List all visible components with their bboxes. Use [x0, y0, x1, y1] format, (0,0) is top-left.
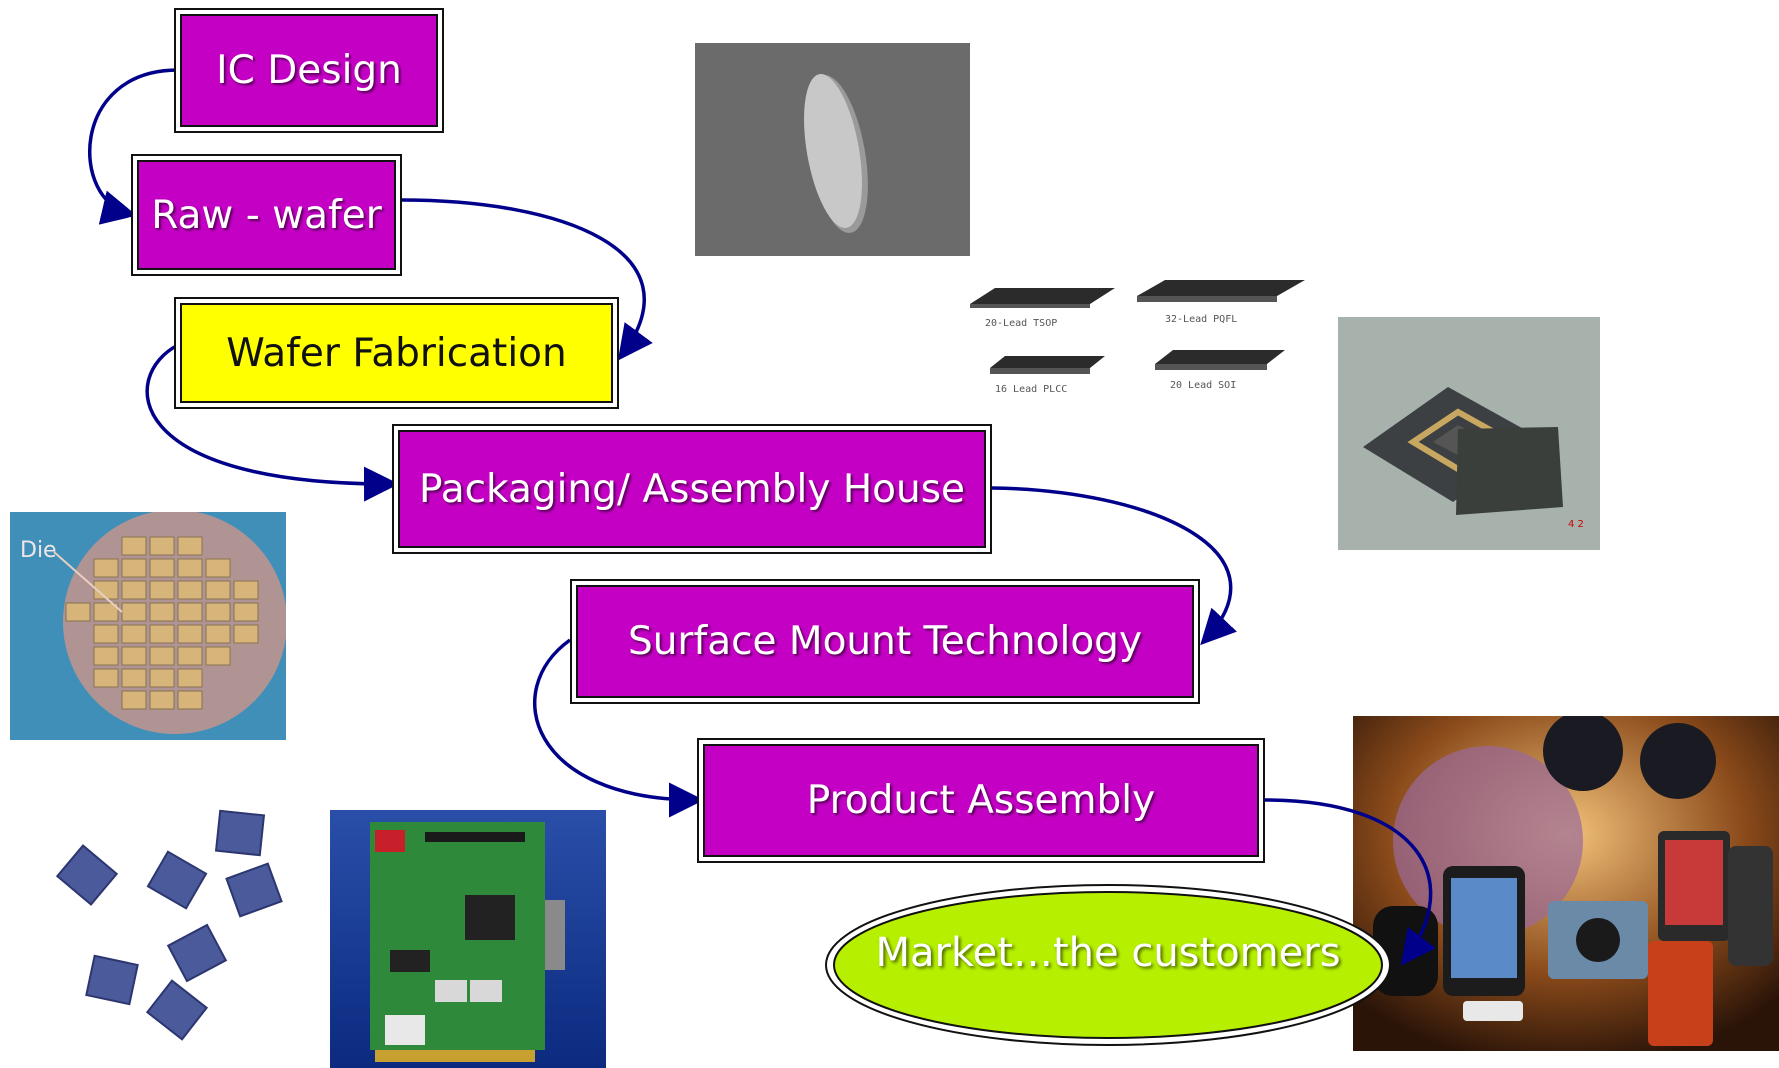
svg-text:4 2: 4 2 [1568, 519, 1584, 530]
svg-text:32-Lead PQFL: 32-Lead PQFL [1165, 314, 1237, 325]
product-assembly-box: Product Assembly [697, 738, 1265, 863]
surface-mount-label: Surface Mount Technology [576, 585, 1194, 698]
svg-text:20 Lead SOI: 20 Lead SOI [1170, 380, 1236, 391]
ic-design-box: IC Design [174, 8, 444, 133]
wafer-fabrication-box: Wafer Fabrication [174, 297, 619, 409]
raw-wafer-label: Raw - wafer [137, 160, 396, 270]
market-label: Market…the customers [875, 930, 1341, 976]
packaged-chip-photo: 4 2 [1338, 317, 1600, 550]
ic-design-label: IC Design [180, 14, 438, 127]
svg-text:20-Lead TSOP: 20-Lead TSOP [985, 318, 1057, 329]
wafer-die-photo: Die [10, 512, 286, 740]
packaging-assembly-label: Packaging/ Assembly House [398, 430, 986, 548]
circuit-board-photo [330, 810, 606, 1068]
ic-packages-photo: 20-Lead TSOP 32-Lead PQFL 16 Lead PLCC 2… [965, 272, 1310, 397]
wafer-fabrication-label: Wafer Fabrication [180, 303, 613, 403]
raw-wafer-photo [695, 43, 970, 256]
surface-mount-box: Surface Mount Technology [570, 579, 1200, 704]
packaging-assembly-box: Packaging/ Assembly House [392, 424, 992, 554]
raw-wafer-box: Raw - wafer [131, 154, 402, 276]
die-chips-photo [50, 805, 290, 1050]
die-label: Die [20, 538, 57, 563]
product-assembly-label: Product Assembly [703, 744, 1259, 857]
consumer-electronics-photo [1353, 716, 1779, 1051]
svg-text:16 Lead PLCC: 16 Lead PLCC [995, 384, 1067, 395]
